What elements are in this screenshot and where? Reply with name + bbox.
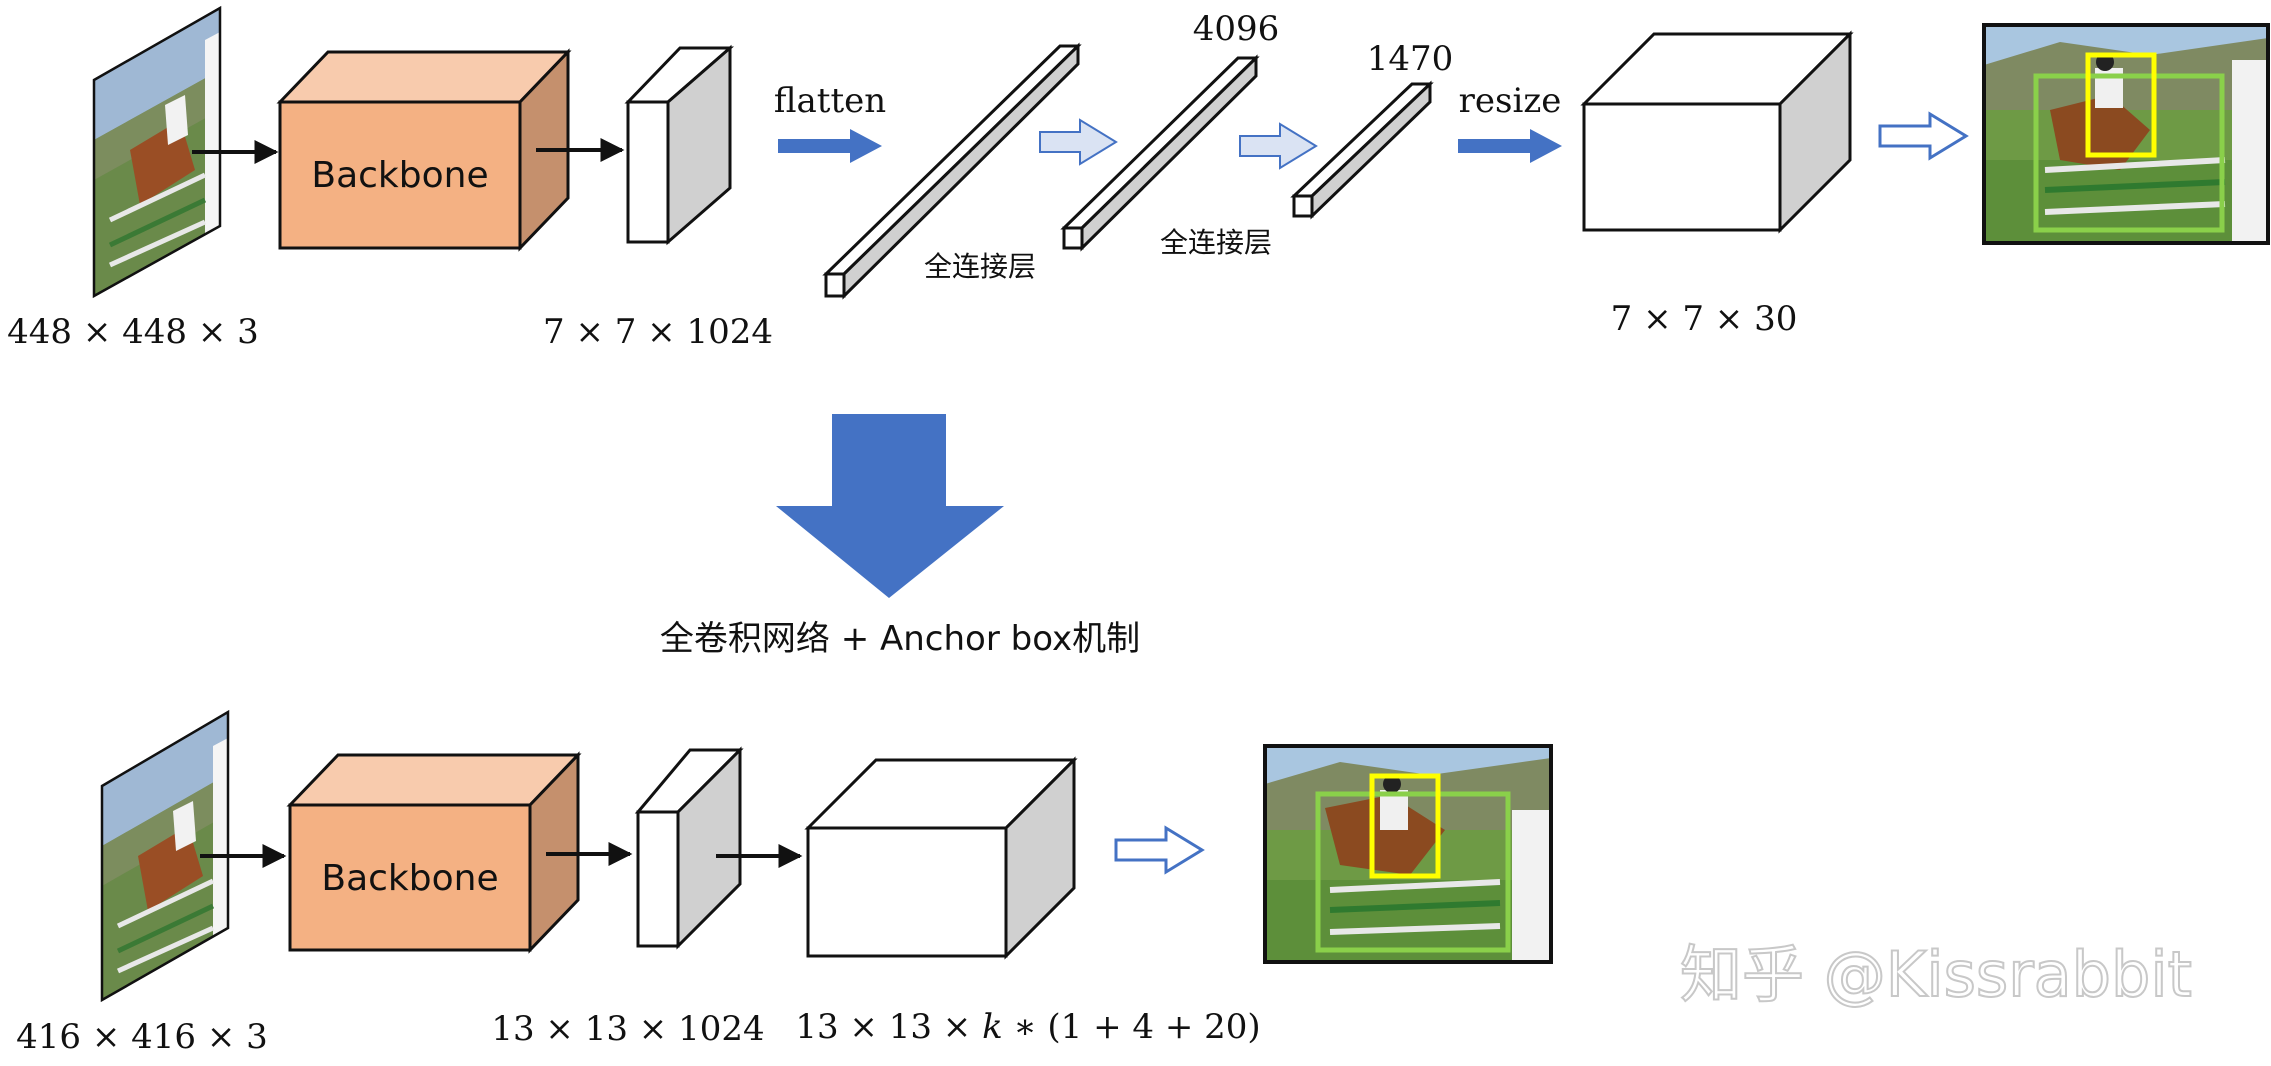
output-image-top: [1982, 23, 2270, 245]
hollow-arrow-top: [1878, 111, 1969, 161]
backbone-block-top: [276, 48, 572, 252]
feature-map-bottom: [634, 746, 744, 950]
output-tensor-bottom: [804, 756, 1078, 960]
input-dim-top: 448 × 448 × 3: [7, 312, 259, 352]
feature-map-top: [624, 44, 735, 246]
fc-size-4096: 4096: [1193, 9, 1280, 49]
flatten-label: flatten: [774, 81, 886, 121]
feature-dim-top: 7 × 7 × 1024: [543, 312, 773, 352]
transition-label: 全卷积网络 + Anchor box机制: [660, 619, 1140, 659]
flatten-arrow: [778, 129, 882, 163]
fc-label-2: 全连接层: [1160, 226, 1272, 259]
fc-bar-3: [1290, 80, 1434, 220]
light-arrow-1: [1039, 118, 1118, 166]
light-arrow-2: [1239, 122, 1318, 170]
output-dim-top: 7 × 7 × 30: [1611, 299, 1798, 339]
fc-bar-2: [1060, 54, 1260, 252]
fc-size-1470: 1470: [1367, 39, 1454, 79]
input-image-top: [92, 5, 222, 299]
transition-down-arrow: [776, 414, 1004, 598]
watermark: 知乎 @Kissrabbit: [1680, 938, 2192, 1011]
feature-dim-bottom: 13 × 13 × 1024: [491, 1009, 764, 1049]
backbone-block-bottom: [286, 751, 582, 954]
output-tensor-top: [1580, 30, 1854, 234]
resize-arrow: [1458, 129, 1562, 163]
backbone-label-top: Backbone: [311, 155, 488, 196]
fc-label-1: 全连接层: [924, 250, 1036, 283]
backbone-label-bottom: Backbone: [321, 858, 498, 899]
hollow-arrow-bottom: [1114, 825, 1205, 875]
output-dim-bottom: 13 × 13 × 𝑘 ∗ (1 + 4 + 20): [795, 1007, 1260, 1047]
fc-bar-1: [822, 42, 1082, 300]
input-image-bottom: [100, 709, 230, 1003]
input-dim-bottom: 416 × 416 × 3: [16, 1017, 268, 1057]
resize-label: resize: [1459, 81, 1562, 121]
output-image-bottom: [1263, 744, 1553, 964]
